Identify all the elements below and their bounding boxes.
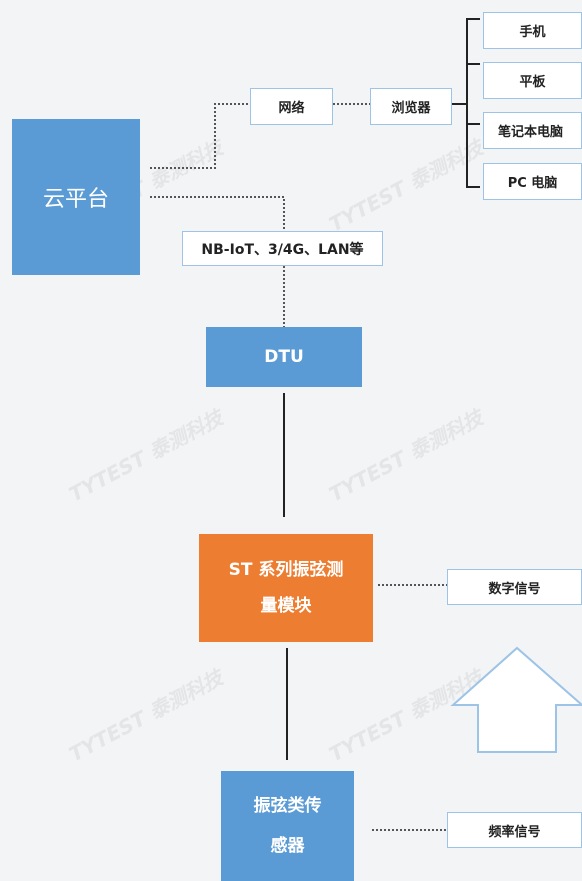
connector-cloud-protocol <box>150 196 285 231</box>
digital-signal-box: 数字信号 <box>447 569 582 605</box>
vibrating-wire-sensor: 振弦类传 感器 <box>221 771 354 881</box>
protocols-box: NB-IoT、3/4G、LAN等 <box>182 231 383 266</box>
connector-cloud-network <box>150 103 250 169</box>
up-arrow-icon <box>450 646 582 753</box>
device-bracket <box>466 18 480 188</box>
dtu-box: DTU <box>206 327 362 387</box>
device-laptop: 笔记本电脑 <box>483 112 582 149</box>
network-box: 网络 <box>250 88 333 125</box>
device-pc: PC 电脑 <box>483 163 582 200</box>
frequency-signal-box: 频率信号 <box>447 812 582 848</box>
measurement-module: ST 系列振弦测 量模块 <box>199 534 373 642</box>
cloud-platform: 云平台 <box>12 119 140 275</box>
device-phone: 手机 <box>483 12 582 49</box>
module-label-line1: ST 系列振弦测 <box>228 560 344 580</box>
device-tablet: 平板 <box>483 62 582 99</box>
browser-box: 浏览器 <box>370 88 452 125</box>
sensor-label-line2: 感器 <box>270 836 305 856</box>
sensor-label-line1: 振弦类传 <box>253 796 322 816</box>
module-label-line2: 量模块 <box>260 596 312 616</box>
